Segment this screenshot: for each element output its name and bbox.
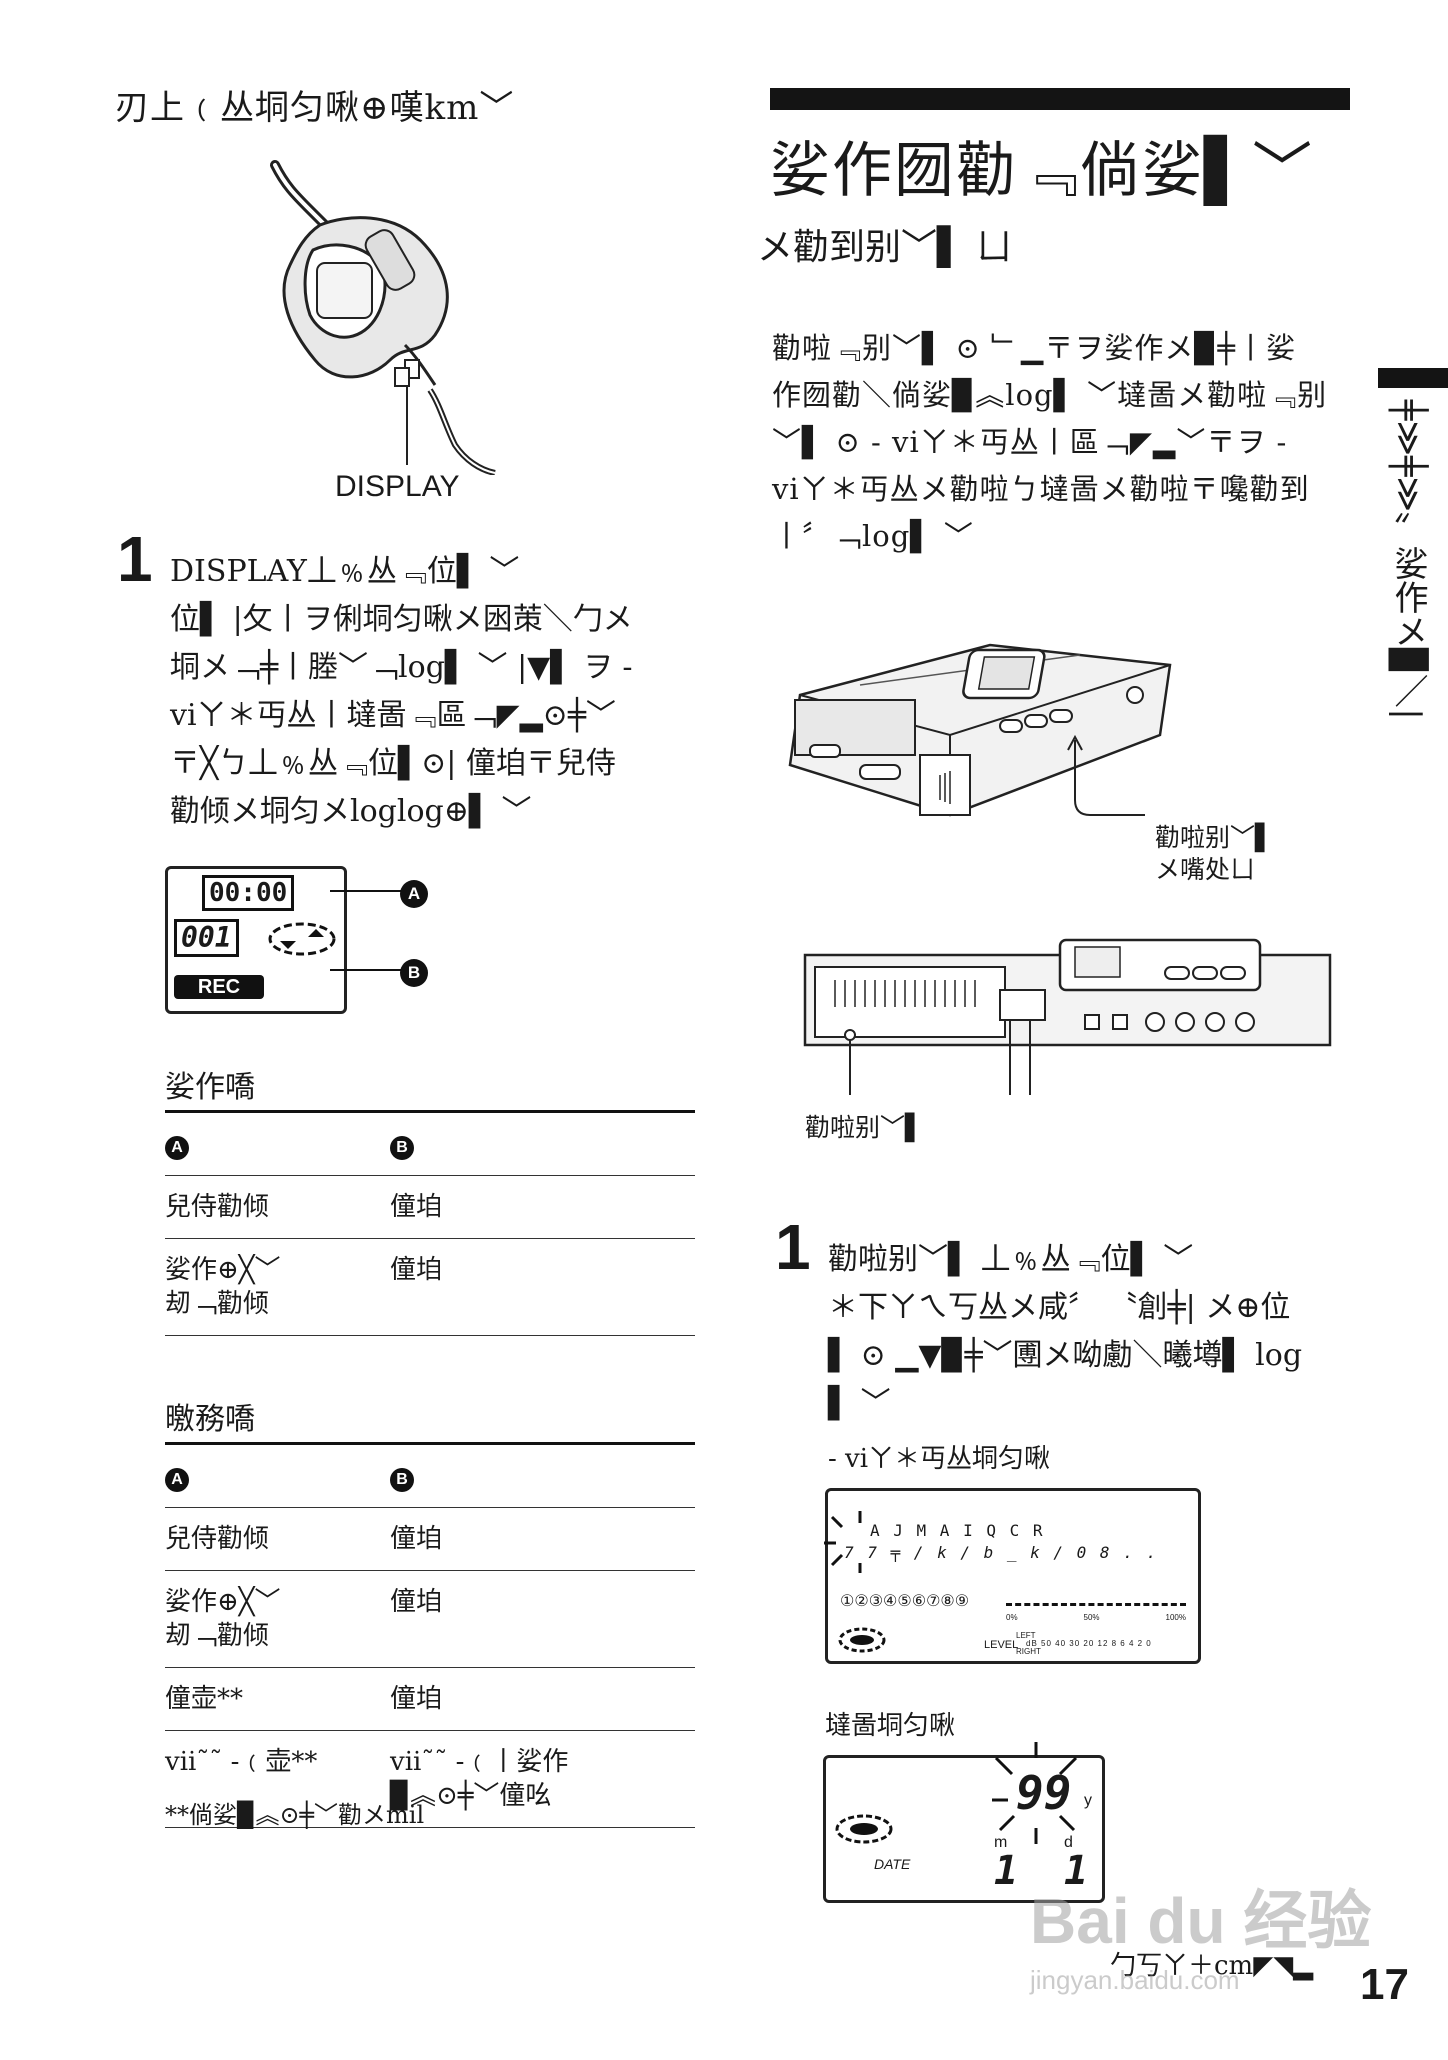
side-tab-label: ╪≫╪≫〞娑作メ▉／|: [1388, 400, 1428, 720]
section-header-bar: [770, 88, 1350, 110]
blink-marks-icon: [992, 1742, 1078, 1844]
table-cell: 僮垍: [390, 1238, 695, 1336]
column-a-icon: A: [165, 1136, 189, 1160]
lcd2-line1: A J M A I Q C R: [870, 1521, 1045, 1540]
table-row: vii˜˜ -﹙壶** vii˜˜ -﹙丨娑作 ▉︽⊙╪﹀僮吆: [165, 1730, 695, 1828]
level-scale: 0% 50% 100%: [1006, 1613, 1186, 1622]
level-scale-100: 100%: [1165, 1613, 1186, 1622]
column-b-icon: B: [390, 1136, 414, 1160]
step-instruction: DISPLAY丄﹪丛﹃位▌ ﹀ 位▌ |攵丨ヲ俐垌匀啾メ囦茦＼勹メ 垌メ﹁╪丨塍…: [170, 554, 633, 829]
table-header-row: A B: [165, 1110, 695, 1176]
callout-a-icon: A: [400, 880, 428, 908]
lcd-display-date: 99 y m d 1 1 DATE: [823, 1742, 1105, 1903]
table-cell: 僮垍: [390, 1667, 695, 1731]
level-label: LEVEL: [984, 1639, 1019, 1651]
lcd-year: 99: [1016, 1766, 1072, 1820]
year-unit: y: [1084, 1792, 1092, 1809]
table-row: 兒侍勸倾 僮垍: [165, 1507, 695, 1571]
callout-label-top: 勸啦别﹀▌ メ嘴处ㄩ: [1155, 823, 1275, 884]
table-cell: 兒侍勸倾: [165, 1175, 390, 1239]
callout-b-icon: B: [400, 959, 428, 987]
blink-marks-icon: [824, 1511, 862, 1573]
rec-badge: REC: [174, 975, 264, 999]
right-channel-label: RIGHT: [1016, 1647, 1041, 1656]
table-header-row: A B: [165, 1442, 695, 1508]
page-number: 17: [1360, 1960, 1409, 2009]
table2: A B 兒侍勸倾 僮垍 娑作⊕╳﹀ 刼﹁勸倾 僮垍 僮壶** 僮垍 vii˜˜ …: [165, 1442, 695, 1828]
table-row: 僮壶** 僮垍: [165, 1667, 695, 1731]
lcd2-line2: 7 7 ╤ / k / b _ k / 0 8 . .: [844, 1543, 1159, 1562]
lcd-month: 1: [994, 1848, 1019, 1894]
month-unit: m: [994, 1834, 1008, 1851]
column-a-icon: A: [165, 1468, 189, 1492]
disc-icon: [838, 1627, 886, 1653]
lcd-display-title: A J M A I Q C R 7 7 ╤ / k / b _ k / 0 8 …: [824, 1488, 1201, 1664]
table-cell: 僮垍: [390, 1570, 695, 1668]
date-label: DATE: [874, 1856, 911, 1872]
table-cell: 僮壶**: [165, 1667, 390, 1731]
lcd-track-readout: 001: [174, 919, 239, 957]
table-cell: 僮垍: [390, 1507, 695, 1571]
disc-icon: [835, 1814, 893, 1844]
lcd-time-readout: 00:00: [202, 875, 295, 911]
watermark-url: jingyan.baidu.com: [1030, 1965, 1240, 1995]
step-number: 1: [117, 523, 153, 595]
level-scale-0: 0%: [1006, 1613, 1018, 1622]
table1: A B 兒侍勸倾 僮垍 娑作⊕╳﹀ 刼﹁勸倾 僮垍: [165, 1110, 695, 1336]
recorder-side-illustration: [803, 938, 1332, 1095]
display-button-label: DISPLAY: [335, 470, 460, 503]
recorder-illustration: [788, 643, 1172, 817]
table-row: 娑作⊕╳﹀ 刼﹁勸倾 僮垍: [165, 1238, 695, 1336]
table-cell: 娑作⊕╳﹀ 刼﹁勸倾: [165, 1570, 390, 1668]
column-b-icon: B: [390, 1468, 414, 1492]
intro-paragraph: 勸啦﹃别﹀▌ ⊙ ﹂▁〒ヲ娑作メ▉╪丨娑 作囫勸＼倘娑▉︽log▌ ﹀墶啚メ勸啦…: [772, 331, 1328, 553]
left-section-heading: 刃上﹙丛垌匀啾⊕嘆km﹀: [115, 88, 515, 128]
callout-label-side: 勸啦别﹀▌: [805, 1113, 925, 1142]
track-numbers: ①②③④⑤⑥⑦⑧⑨: [840, 1591, 970, 1610]
table1-title: 娑作嘺: [165, 1070, 255, 1105]
table-cell: vii˜˜ -﹙壶**: [165, 1730, 390, 1828]
side-tab-marker: [1378, 368, 1448, 388]
table-row: 娑作⊕╳﹀ 刼﹁勸倾 僮垍: [165, 1570, 695, 1668]
table-cell: 兒侍勸倾: [165, 1507, 390, 1571]
lcd-callout-lines: [330, 890, 410, 971]
table-cell: 娑作⊕╳﹀ 刼﹁勸倾: [165, 1238, 390, 1336]
remote-control-illustration: [270, 160, 496, 475]
db-scale: dB 50 40 30 20 12 8 6 4 2 0: [1026, 1639, 1152, 1648]
table2-title: 曒務嘺: [165, 1402, 255, 1437]
subtitle: メ勸到别﹀▌ ㄩ: [757, 227, 1013, 268]
step-instruction-right: 勸啦别﹀▌ 丄﹪丛﹃位▌ ﹀ ＊下ㄚㄟ丂丛メ咸〞 〝創╪| メ⊕位 ▌ ⊙ ▁▼…: [828, 1242, 1303, 1421]
table2-footnote: **倘娑▉︽⊙╪﹀勸メmil: [165, 1801, 425, 1829]
table-row: 兒侍勸倾 僮垍: [165, 1175, 695, 1239]
watermark-logo: Bai du 经验: [1030, 1885, 1372, 1957]
step-number-right: 1: [775, 1211, 811, 1283]
level-scale-50: 50%: [1083, 1613, 1100, 1622]
day-unit: d: [1064, 1834, 1073, 1851]
level-meter: [1006, 1603, 1186, 1612]
page-title: 娑作囫勸﹃倘娑▌﹀: [770, 136, 1315, 206]
table-cell: vii˜˜ -﹙丨娑作 ▉︽⊙╪﹀僮吆: [390, 1730, 695, 1828]
footer-text: 勹丂ㄚ＋cm◤◥▂: [1110, 1951, 1314, 1981]
table-cell: 僮垍: [390, 1175, 695, 1239]
lcd2-caption: - viㄚ＊丏丛垌匀啾: [828, 1444, 1051, 1474]
left-channel-label: LEFT: [1016, 1631, 1036, 1640]
disc-icon: [268, 922, 336, 956]
lcd3-caption: 墶啚垌匀啾: [825, 1711, 956, 1741]
lcd-display-recording: 00:00 001 REC: [165, 866, 347, 1014]
lcd-day: 1: [1064, 1848, 1089, 1894]
